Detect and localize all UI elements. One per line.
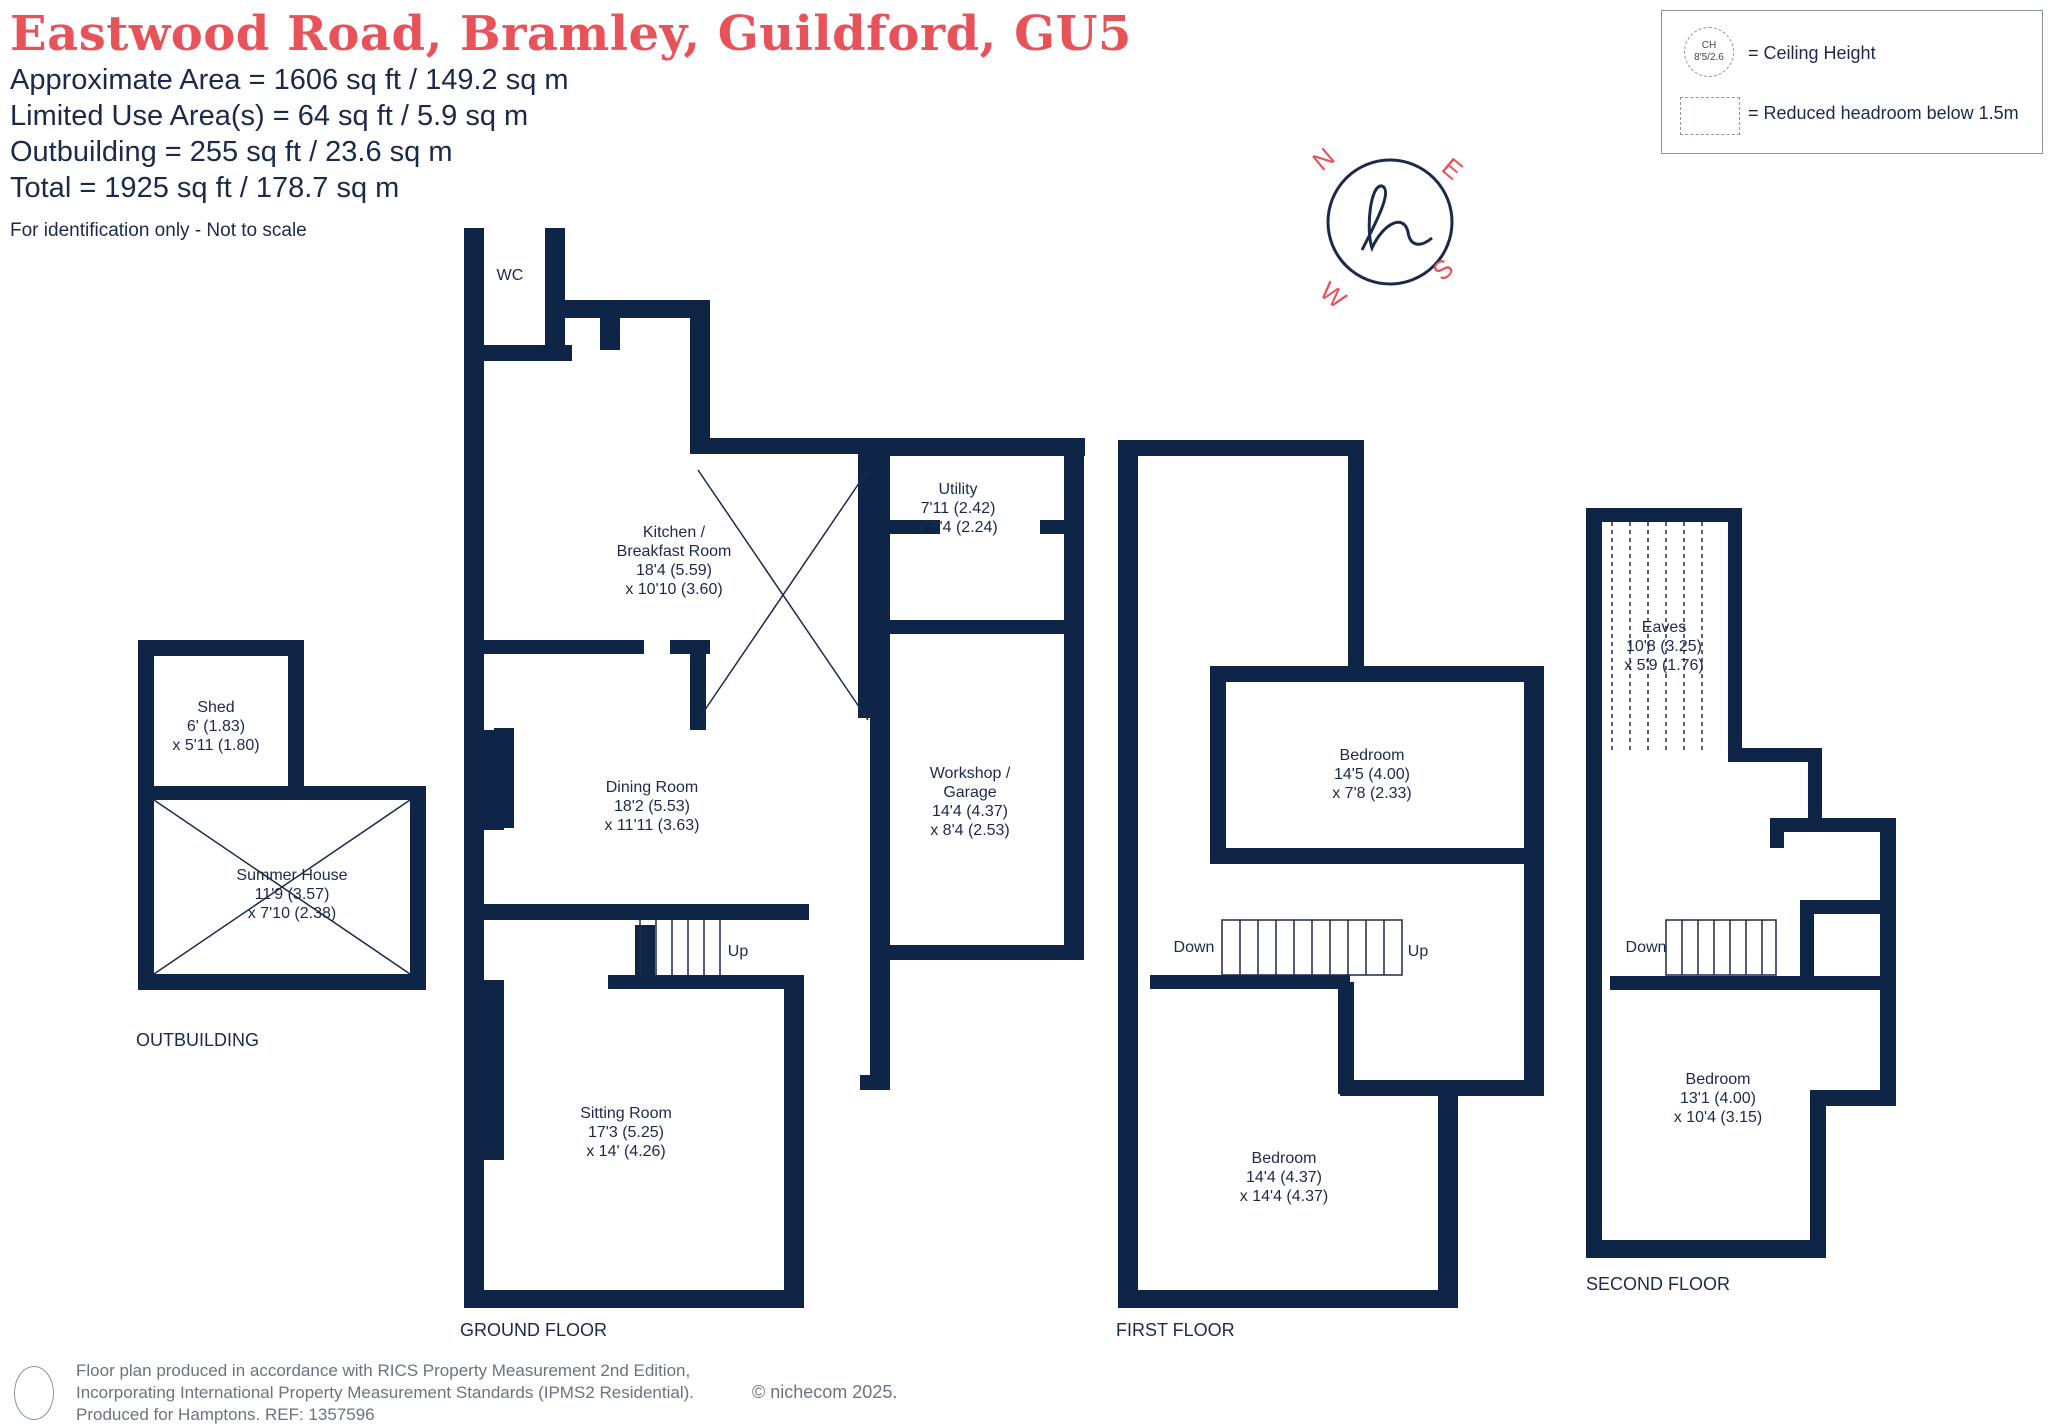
room-dim-bedroom-1b: x 7'8 (2.33)	[1332, 785, 1412, 802]
scale-note: For identification only - Not to scale	[10, 220, 307, 241]
room-dim-summer-1: 11'9 (3.57)	[255, 886, 330, 903]
outbuilding-area: Outbuilding = 255 sq ft / 23.6 sq m	[10, 136, 453, 168]
room-name-dining: Dining Room	[606, 779, 698, 796]
first-floor-label: FIRST FLOOR	[1116, 1320, 1235, 1340]
room-name-kitchen-2: Breakfast Room	[617, 543, 732, 560]
room-dim-bedroom-2b: x 14'4 (4.37)	[1240, 1188, 1328, 1205]
room-name-bedroom-3: Bedroom	[1686, 1071, 1751, 1088]
room-dim-shed-2: x 5'11 (1.80)	[172, 737, 259, 754]
room-name-workshop-1: Workshop /	[930, 765, 1011, 782]
stairs-up-ground: Up	[728, 943, 749, 960]
reduced-headroom-legend: = Reduced headroom below 1.5m	[1748, 103, 2019, 123]
svg-text:E: E	[1436, 152, 1469, 186]
room-dim-bedroom-1a: 14'5 (4.00)	[1334, 766, 1410, 783]
footer-line-3: Produced for Hamptons. REF: 1357596	[76, 1405, 375, 1424]
room-name-utility: Utility	[938, 481, 977, 498]
stairs-down-second: Down	[1626, 939, 1667, 956]
stairs-down-first: Down	[1174, 939, 1215, 956]
property-title: Eastwood Road, Bramley, Guildford, GU5	[10, 6, 1132, 62]
limited-use-area: Limited Use Area(s) = 64 sq ft / 5.9 sq …	[10, 100, 529, 132]
room-name-shed: Shed	[197, 699, 234, 716]
room-dim-kitchen-1: 18'4 (5.59)	[636, 562, 712, 579]
ceiling-height-legend: = Ceiling Height	[1748, 43, 1876, 63]
room-dim-workshop-1: 14'4 (4.37)	[932, 803, 1008, 820]
compass: N E S W	[1307, 142, 1469, 315]
room-dim-dining-2: x 11'11 (3.63)	[605, 817, 700, 834]
room-name-sitting: Sitting Room	[580, 1105, 672, 1122]
room-dim-bedroom-3b: x 10'4 (3.15)	[1674, 1109, 1762, 1126]
room-name-wc: WC	[497, 267, 524, 284]
room-dim-kitchen-2: x 10'10 (3.60)	[625, 581, 722, 598]
room-name-kitchen-1: Kitchen /	[643, 524, 706, 541]
room-dim-shed-1: 6' (1.83)	[187, 718, 245, 735]
copyright: © nichecom 2025.	[752, 1382, 898, 1402]
stairs	[153, 469, 1777, 976]
hamptons-logo-icon	[1360, 184, 1433, 253]
room-name-bedroom-1: Bedroom	[1340, 747, 1405, 764]
room-dim-utility-1: 7'11 (2.42)	[921, 500, 996, 517]
svg-text:W: W	[1314, 276, 1352, 315]
room-dim-utility-2: x 7'4 (2.24)	[918, 519, 998, 536]
footer-line-2: Incorporating International Property Mea…	[76, 1383, 694, 1402]
room-name-bedroom-2: Bedroom	[1252, 1150, 1317, 1167]
total-area: Total = 1925 sq ft / 178.7 sq m	[10, 172, 400, 204]
ground-floor-label: GROUND FLOOR	[460, 1320, 607, 1340]
svg-text:N: N	[1307, 142, 1341, 177]
footer-line-1: Floor plan produced in accordance with R…	[76, 1361, 691, 1380]
room-dim-eaves-1: 10'8 (3.25)	[1626, 638, 1702, 655]
room-dim-bedroom-3a: 13'1 (4.00)	[1680, 1090, 1756, 1107]
approximate-area: Approximate Area = 1606 sq ft / 149.2 sq…	[10, 64, 569, 96]
room-dim-eaves-2: x 5'9 (1.76)	[1624, 657, 1704, 674]
room-dim-sitting-2: x 14' (4.26)	[586, 1143, 666, 1160]
person-icon	[14, 1366, 54, 1420]
svg-text:S: S	[1427, 252, 1460, 286]
walls	[138, 228, 1896, 1308]
room-dim-sitting-1: 17'3 (5.25)	[588, 1124, 664, 1141]
room-dim-bedroom-2a: 14'4 (4.37)	[1246, 1169, 1322, 1186]
footer-text: Floor plan produced in accordance with R…	[76, 1360, 694, 1426]
outbuilding-label: OUTBUILDING	[136, 1030, 259, 1050]
room-name-summer-house: Summer House	[236, 867, 347, 884]
stairs-up-first: Up	[1408, 943, 1429, 960]
room-name-eaves: Eaves	[1642, 619, 1686, 636]
second-floor-label: SECOND FLOOR	[1586, 1274, 1730, 1294]
reduced-headroom-symbol	[1680, 97, 1740, 135]
room-dim-workshop-2: x 8'4 (2.53)	[930, 822, 1010, 839]
room-dim-dining-1: 18'2 (5.53)	[614, 798, 690, 815]
room-name-workshop-2: Garage	[943, 784, 996, 801]
room-dim-summer-2: x 7'10 (2.38)	[248, 905, 336, 922]
